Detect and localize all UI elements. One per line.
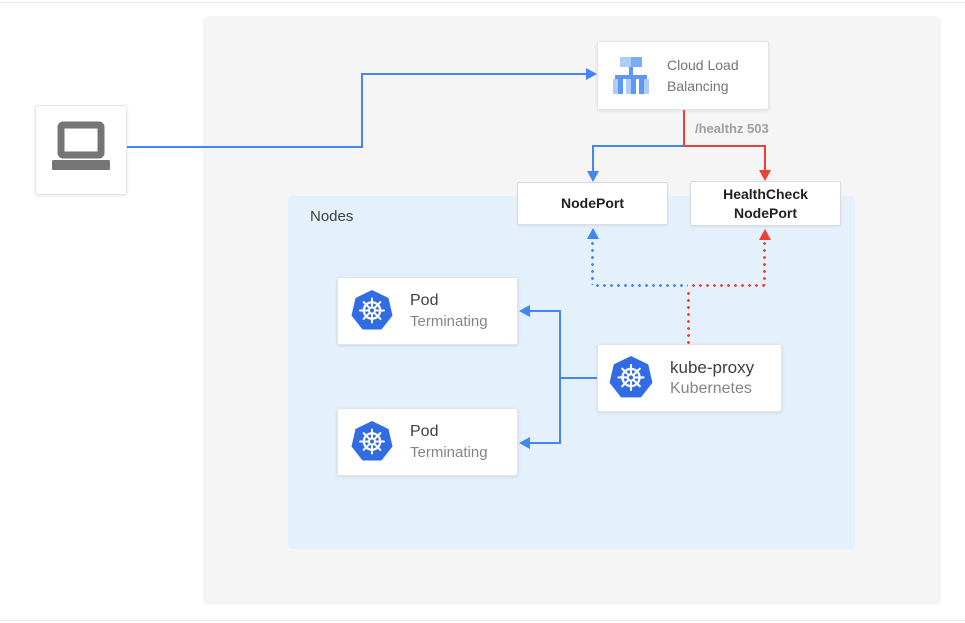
load-balancer-icon (613, 56, 649, 94)
arrowhead-into-clb (586, 68, 597, 80)
nodes-group-label: Nodes (310, 208, 354, 225)
arrowhead-into-pod-1 (519, 305, 530, 317)
connector-to-pod-1 (528, 310, 561, 312)
pod-status: Terminating (410, 313, 488, 330)
connector-laptop-horizontal (127, 146, 363, 148)
dotted-up-to-nodeport-blue (591, 240, 594, 285)
top-divider (0, 2, 965, 3)
healthcheck-nodeport-box[interactable]: HealthCheck NodePort (690, 181, 841, 226)
kubernetes-icon (350, 289, 394, 331)
connector-to-nodeport-blue (592, 145, 594, 173)
connector-split-left-blue (592, 145, 685, 147)
kube-proxy-card[interactable]: kube-proxy Kubernetes (597, 344, 782, 412)
nodeport-label: NodePort (561, 195, 624, 211)
healthcheck-nodeport-label-line2: NodePort (734, 204, 797, 221)
connector-split-right-red (683, 145, 766, 147)
connector-laptop-to-clb (361, 73, 588, 75)
cloud-load-balancing-label: Cloud Load Balancing (667, 56, 739, 94)
arrowhead-into-hc-nodeport (759, 170, 771, 181)
pod-title: Pod (410, 292, 439, 309)
dotted-up-to-hc-nodeport-red (763, 240, 766, 285)
arrowhead-dotted-into-hc-nodeport (759, 229, 771, 240)
laptop-icon (52, 121, 110, 170)
pod-title: Pod (410, 423, 439, 440)
nodeport-box[interactable]: NodePort (517, 182, 668, 225)
connector-to-hc-nodeport-red (764, 145, 766, 172)
arrowhead-into-pod-2 (519, 437, 530, 449)
kube-proxy-subtitle: Kubernetes (670, 380, 752, 397)
pod-card-1[interactable]: Pod Terminating (337, 277, 518, 345)
connector-pods-vertical (559, 310, 561, 443)
healthz-status-label: /healthz 503 (695, 121, 769, 136)
connector-laptop-vertical (361, 73, 363, 148)
pod-card-2[interactable]: Pod Terminating (337, 408, 518, 476)
kube-proxy-title: kube-proxy (670, 358, 755, 377)
kubernetes-icon (350, 420, 394, 462)
arrowhead-dotted-into-nodeport (587, 228, 599, 239)
bottom-divider (0, 620, 965, 621)
pod-status: Terminating (410, 444, 488, 461)
healthcheck-nodeport-label-line1: HealthCheck (723, 185, 808, 202)
dotted-horizontal-red (690, 284, 766, 287)
cloud-load-balancing-card[interactable]: Cloud Load Balancing (597, 41, 769, 110)
dotted-kube-proxy-up-red (687, 290, 690, 344)
connector-clb-down-red (683, 110, 685, 147)
connector-kube-proxy-left (559, 377, 597, 379)
client-card[interactable] (35, 105, 127, 195)
arrowhead-into-nodeport (587, 171, 599, 182)
connector-to-pod-2 (528, 442, 561, 444)
dotted-horizontal-blue (594, 284, 688, 287)
kubernetes-icon (608, 355, 654, 399)
